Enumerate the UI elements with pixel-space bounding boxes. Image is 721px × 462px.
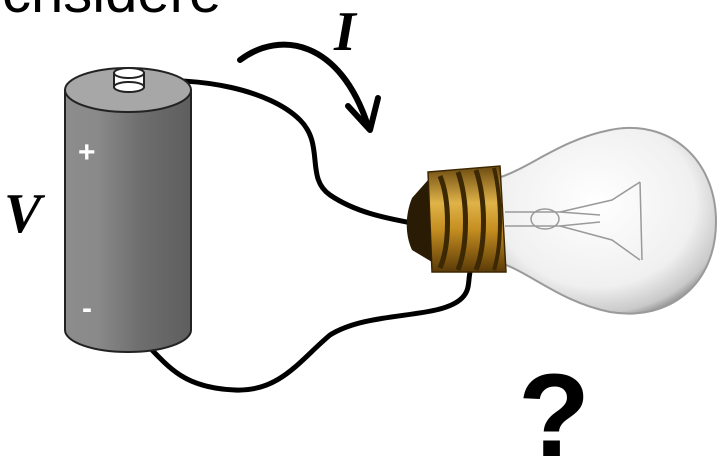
header-fragment: chsidere <box>2 0 221 25</box>
battery-minus-label: - <box>82 292 92 325</box>
question-mark: ? <box>518 350 590 462</box>
current-arrow-icon <box>237 41 381 133</box>
bulb-filament <box>505 181 643 261</box>
wire-top <box>137 78 415 226</box>
bulb-base <box>406 165 507 273</box>
wire-bottom <box>147 269 473 393</box>
battery-plus-label: + <box>78 136 96 169</box>
battery-terminal <box>113 67 145 93</box>
light-bulb <box>406 127 718 315</box>
voltage-label: V <box>4 183 46 245</box>
bulb-glass <box>497 127 718 315</box>
battery <box>64 67 192 353</box>
current-label: I <box>333 1 358 63</box>
